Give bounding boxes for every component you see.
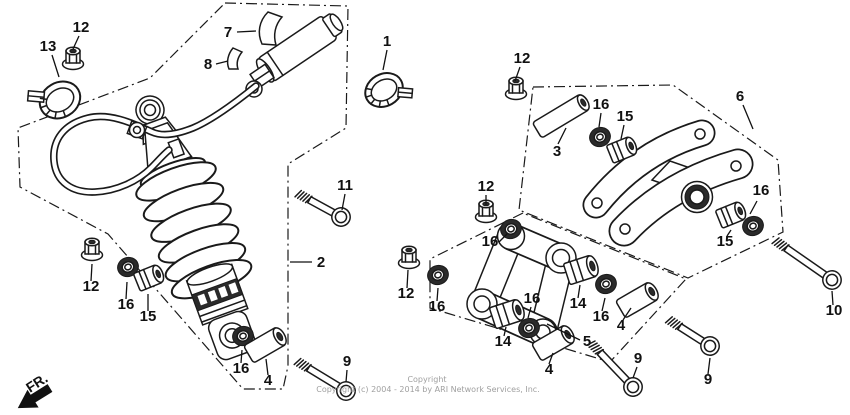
- callout-14: 14: [570, 295, 587, 312]
- callout-14: 14: [495, 333, 512, 350]
- callout-9: 9: [634, 350, 642, 367]
- callout-15: 15: [717, 233, 734, 250]
- callout-13: 13: [40, 38, 57, 55]
- callout-10: 10: [826, 302, 843, 319]
- reservoir-assembly: [226, 11, 344, 98]
- callout-15: 15: [617, 108, 634, 125]
- callout-3: 3: [553, 143, 561, 160]
- callout-12: 12: [73, 19, 90, 36]
- hose-clamp-1: [364, 72, 414, 108]
- dust-seal-16: [424, 261, 452, 289]
- callout-5: 5: [583, 333, 591, 350]
- callout-16: 16: [593, 308, 610, 325]
- flange-nut-12: [80, 237, 104, 262]
- callout-12: 12: [478, 178, 495, 195]
- callout-labels: 13 12 7 8 1 12 3 16 15 6 11 2 12 16 12 1…: [40, 19, 843, 389]
- flange-bolt-9: [664, 316, 720, 356]
- long-collar-3: [532, 94, 590, 138]
- collar-4: [614, 279, 662, 319]
- callout-16: 16: [753, 182, 770, 199]
- callout-15: 15: [140, 308, 157, 325]
- callout-16: 16: [233, 360, 250, 377]
- callout-12: 12: [398, 285, 415, 302]
- leader-lines: [51, 30, 834, 383]
- flange-bolt-10: [771, 237, 842, 290]
- callout-9: 9: [704, 371, 712, 388]
- direction-arrow-fr: FR.: [17, 370, 53, 409]
- callout-7: 7: [224, 24, 232, 41]
- callout-4: 4: [264, 372, 273, 389]
- flange-bolt-9: [293, 357, 356, 401]
- callout-16: 16: [482, 233, 499, 250]
- callout-11: 11: [337, 177, 353, 194]
- shock-absorber: [50, 82, 260, 361]
- callout-12: 12: [83, 278, 100, 295]
- watermark-line2: Copyright (c) 2004 - 2014 by ARI Network…: [316, 385, 539, 394]
- flange-nut-12: [397, 245, 421, 270]
- callout-16: 16: [524, 290, 541, 307]
- callout-6: 6: [736, 88, 744, 105]
- cushion-arm-6: [582, 119, 754, 247]
- rubber-piece-8: [226, 47, 244, 70]
- callout-8: 8: [204, 56, 212, 73]
- reservoir-hose: [50, 82, 260, 196]
- rubber-piece-7: [258, 11, 284, 46]
- flange-bolt-11: [294, 189, 351, 227]
- hose-clamp-13: [26, 80, 82, 120]
- callout-16: 16: [593, 96, 610, 113]
- callout-12: 12: [514, 50, 531, 67]
- callout-16: 16: [118, 296, 135, 313]
- watermark: Copyright Copyright (c) 2004 - 2014 by A…: [316, 375, 539, 394]
- callout-1: 1: [383, 33, 391, 50]
- callout-16: 16: [429, 298, 446, 315]
- callout-4: 4: [617, 317, 626, 334]
- flange-bolt-9: [586, 340, 643, 397]
- watermark-line1: Copyright: [407, 375, 446, 384]
- callout-9: 9: [343, 353, 351, 370]
- callout-2: 2: [317, 254, 325, 271]
- flange-nut-12: [504, 76, 528, 101]
- callout-4: 4: [545, 361, 554, 378]
- flange-nut-12: [61, 46, 85, 71]
